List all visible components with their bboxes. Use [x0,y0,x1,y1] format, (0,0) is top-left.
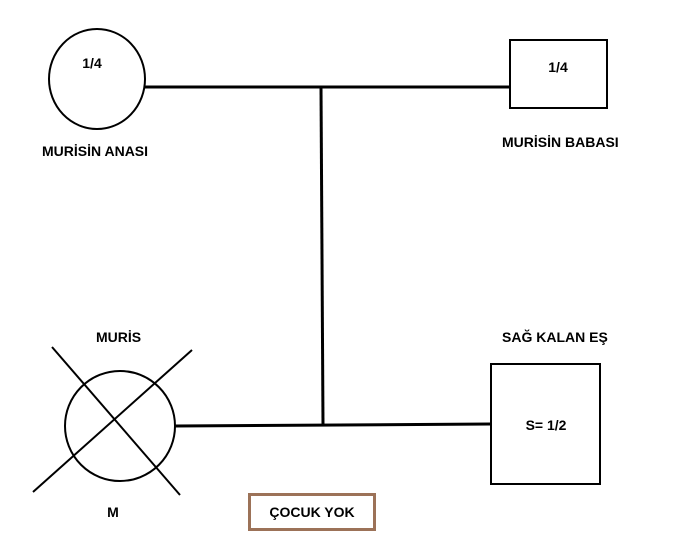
deceased-cross-line-2 [32,349,193,493]
spouse-label: SAĞ KALAN EŞ [502,328,608,345]
deceased-title: MURİS [96,329,141,345]
father-label: MURİSİN BABASI [502,134,619,150]
father-node: 1/4 [509,39,608,109]
mother-node: 1/4 [48,28,146,130]
father-square [509,39,608,109]
spouse-connector-line [174,422,492,428]
deceased-cross-line-1 [51,346,181,496]
deceased-node [32,346,193,496]
no-children-note: ÇOCUK YOK [248,493,376,531]
no-children-text: ÇOCUK YOK [269,504,355,520]
mother-share: 1/4 [82,55,102,71]
spouse-node: S= 1/2 [490,363,601,485]
spouse-share: S= 1/2 [526,417,567,433]
deceased-mark: M [107,504,119,520]
mother-label: MURİSİN ANASI [42,143,148,159]
spouse-square [490,363,601,485]
vertical-connector-line [319,86,325,426]
father-share: 1/4 [548,59,568,75]
mother-circle [48,28,146,130]
